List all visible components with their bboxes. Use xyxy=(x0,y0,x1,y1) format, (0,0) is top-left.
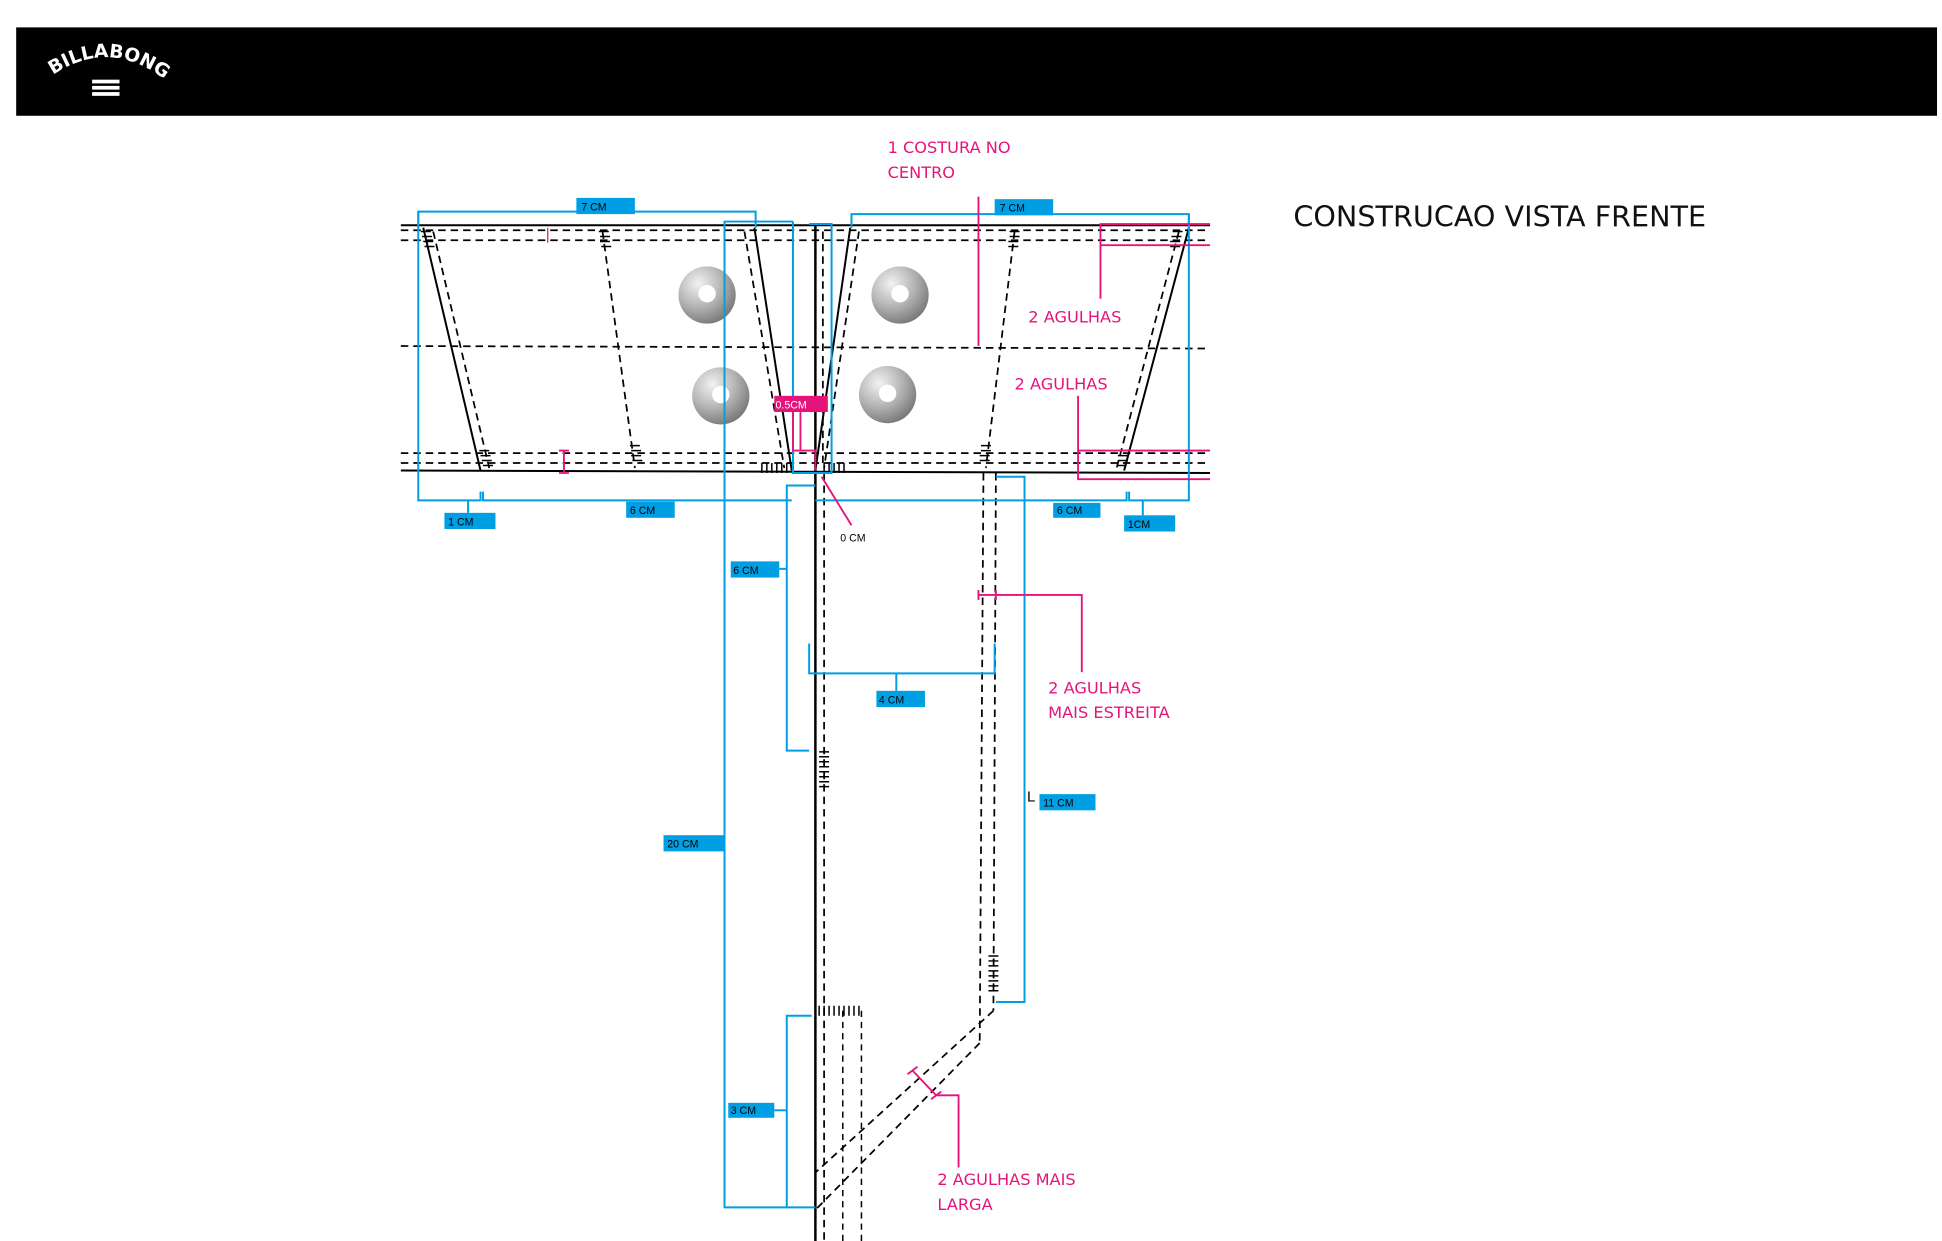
bartack-marks xyxy=(420,230,1183,1016)
rivet-icon xyxy=(678,266,736,324)
svg-text:3 CM: 3 CM xyxy=(731,1105,756,1117)
dim-label-bottom-left: 6 CM xyxy=(626,501,675,518)
annotation-center-seam-2: CENTRO xyxy=(888,163,955,182)
corner-mark: L xyxy=(1027,789,1035,806)
svg-text:7 CM: 7 CM xyxy=(581,201,606,213)
annotation-center-seam: 1 COSTURA NO xyxy=(888,138,1011,157)
annotation-narrow: 2 AGULHAS xyxy=(1048,678,1141,697)
dim-label-center-zero: 0 CM xyxy=(840,532,865,544)
svg-text:0.5CM: 0.5CM xyxy=(776,399,807,411)
svg-text:6 CM: 6 CM xyxy=(733,565,758,577)
dim-label-bottom-right-edge: 1CM xyxy=(1124,515,1176,532)
svg-text:20 CM: 20 CM xyxy=(667,839,698,851)
svg-text:7 CM: 7 CM xyxy=(1000,203,1025,215)
annotation-lines xyxy=(547,196,1211,1168)
dim-label-fly-width: 4 CM xyxy=(876,690,925,708)
svg-text:1CM: 1CM xyxy=(1128,519,1150,531)
dim-label-bottom-left-edge: 1 CM xyxy=(444,512,496,530)
dim-label-bottom-right: 6 CM xyxy=(1053,502,1101,518)
rivet-icon xyxy=(692,367,750,425)
header-bar: BILLABONG xyxy=(16,27,1938,116)
rivet-icon xyxy=(858,365,917,424)
svg-text:1 CM: 1 CM xyxy=(448,516,473,528)
dim-label-top-right: 7 CM xyxy=(994,199,1054,216)
annotation-wide: 2 AGULHAS MAIS xyxy=(937,1170,1075,1189)
rivet-icon xyxy=(871,266,929,324)
svg-text:6 CM: 6 CM xyxy=(630,505,655,517)
dim-label-bottom-section: 3 CM xyxy=(728,1102,775,1118)
annotation-needles-bottom: 2 AGULHAS xyxy=(1015,375,1108,394)
dim-label-total-length: 20 CM xyxy=(663,835,725,852)
annotation-narrow-2: MAIS ESTREITA xyxy=(1048,703,1169,722)
dim-label-top-left: 7 CM xyxy=(576,197,635,215)
svg-text:11 CM: 11 CM xyxy=(1043,798,1073,810)
dim-label-fly-top: 6 CM xyxy=(730,561,780,578)
svg-text:6 CM: 6 CM xyxy=(1057,505,1082,517)
dim-label-center-gap: 0.5CM xyxy=(774,395,828,413)
waistband-lines xyxy=(400,224,1211,474)
page-title: CONSTRUCAO VISTA FRENTE xyxy=(1293,200,1706,234)
annotation-wide-2: LARGA xyxy=(937,1195,992,1214)
dim-label-fly-length: 11 CM xyxy=(1039,794,1096,811)
belt-loop-lines xyxy=(422,227,1190,471)
fly-construction xyxy=(814,224,997,1241)
annotation-needles-top: 2 AGULHAS xyxy=(1028,307,1121,326)
svg-text:4 CM: 4 CM xyxy=(879,694,904,706)
